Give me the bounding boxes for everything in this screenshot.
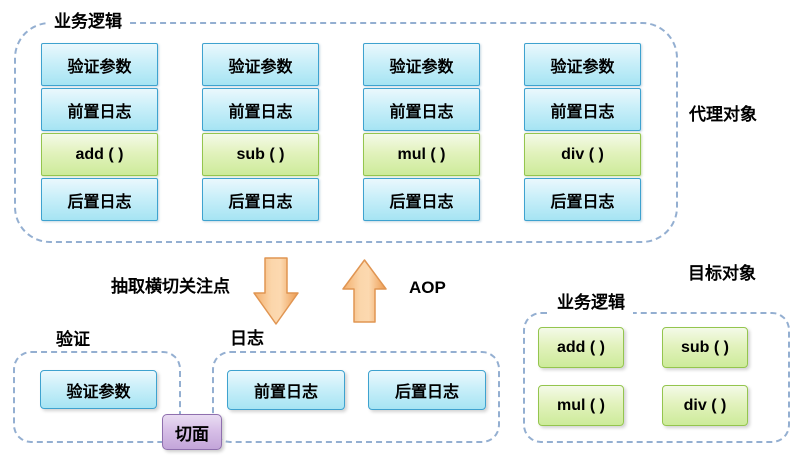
cell-post-log: 后置日志 <box>363 178 480 221</box>
logging-aspect-group <box>212 351 500 443</box>
proxy-object-label: 代理对象 <box>689 105 757 124</box>
target-object-label: 目标对象 <box>688 264 756 283</box>
cell-add-method: add ( ) <box>538 327 624 368</box>
cell-add-method: add ( ) <box>41 133 158 176</box>
cell-pre-log: 前置日志 <box>41 88 158 131</box>
cell-validate-params: 验证参数 <box>40 370 157 409</box>
cell-pre-log: 前置日志 <box>524 88 641 131</box>
cell-post-log: 后置日志 <box>41 178 158 221</box>
cell-sub-method: sub ( ) <box>662 327 748 368</box>
aspect-badge: 切面 <box>162 414 222 450</box>
cell-div-method: div ( ) <box>524 133 641 176</box>
cell-div-method: div ( ) <box>662 385 748 426</box>
validation-aspect-group <box>13 351 181 443</box>
target-group-title: 业务逻辑 <box>549 292 633 314</box>
cell-post-log: 后置日志 <box>368 370 486 410</box>
cell-post-log: 后置日志 <box>202 178 319 221</box>
cell-pre-log: 前置日志 <box>227 370 345 410</box>
validation-group-title: 验证 <box>48 329 98 351</box>
cell-post-log: 后置日志 <box>524 178 641 221</box>
cell-sub-method: sub ( ) <box>202 133 319 176</box>
extract-crosscut-label: 抽取横切关注点 <box>111 277 230 296</box>
cell-pre-log: 前置日志 <box>363 88 480 131</box>
logging-group-title: 日志 <box>222 328 272 350</box>
down-arrow-icon <box>253 257 299 325</box>
proxy-group-title: 业务逻辑 <box>46 11 130 33</box>
cell-validate-params: 验证参数 <box>524 43 641 86</box>
proxy-object-group <box>14 22 678 243</box>
cell-validate-params: 验证参数 <box>41 43 158 86</box>
cell-mul-method: mul ( ) <box>363 133 480 176</box>
aop-label: AOP <box>409 278 446 297</box>
cell-validate-params: 验证参数 <box>202 43 319 86</box>
target-object-group <box>523 312 790 443</box>
cell-validate-params: 验证参数 <box>363 43 480 86</box>
cell-mul-method: mul ( ) <box>538 385 624 426</box>
up-arrow-icon <box>342 259 387 323</box>
cell-pre-log: 前置日志 <box>202 88 319 131</box>
